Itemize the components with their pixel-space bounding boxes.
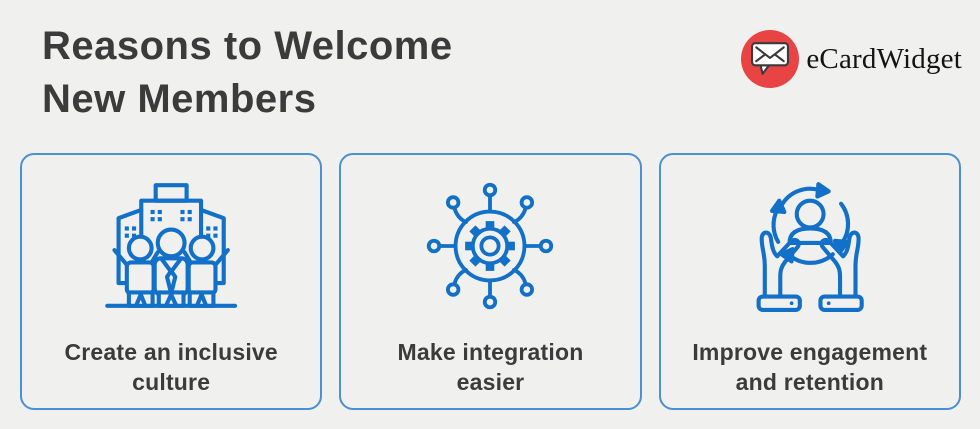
card-label: Make integration easier	[398, 337, 584, 397]
inclusive-culture-icon	[105, 183, 238, 308]
card-label-line2: and retention	[735, 369, 884, 395]
card-icon-wrap	[423, 177, 557, 315]
logo-text: eCardWidget	[806, 42, 962, 75]
logo-circle	[741, 30, 800, 88]
card-label-line1: Make integration	[397, 339, 584, 365]
card-make-integration: Make integration easier	[339, 153, 642, 410]
page-title: Reasons to Welcome New Members	[42, 20, 453, 126]
card-engagement-retention: Improve engagement and retention	[658, 153, 961, 410]
card-label-line1: Create an inclusive	[64, 339, 278, 365]
card-label: Create an inclusive culture	[64, 337, 277, 397]
card-icon-wrap	[99, 177, 243, 315]
page-title-line1: Reasons to Welcome	[42, 24, 453, 68]
card-icon-wrap	[738, 177, 882, 315]
card-label-line2: easier	[456, 369, 525, 395]
cards-row: Create an inclusive culture	[20, 153, 961, 410]
ecardwidget-logo: eCardWidget	[741, 30, 962, 88]
integration-icon	[427, 182, 554, 310]
engagement-retention-icon	[756, 182, 864, 312]
card-inclusive-culture: Create an inclusive culture	[20, 153, 323, 410]
card-label: Improve engagement and retention	[692, 337, 927, 397]
page-title-line2: New Members	[42, 77, 317, 121]
card-label-line1: Improve engagement	[692, 339, 928, 365]
envelope-speech-bubble-icon	[751, 42, 790, 75]
card-label-line2: culture	[132, 369, 211, 395]
